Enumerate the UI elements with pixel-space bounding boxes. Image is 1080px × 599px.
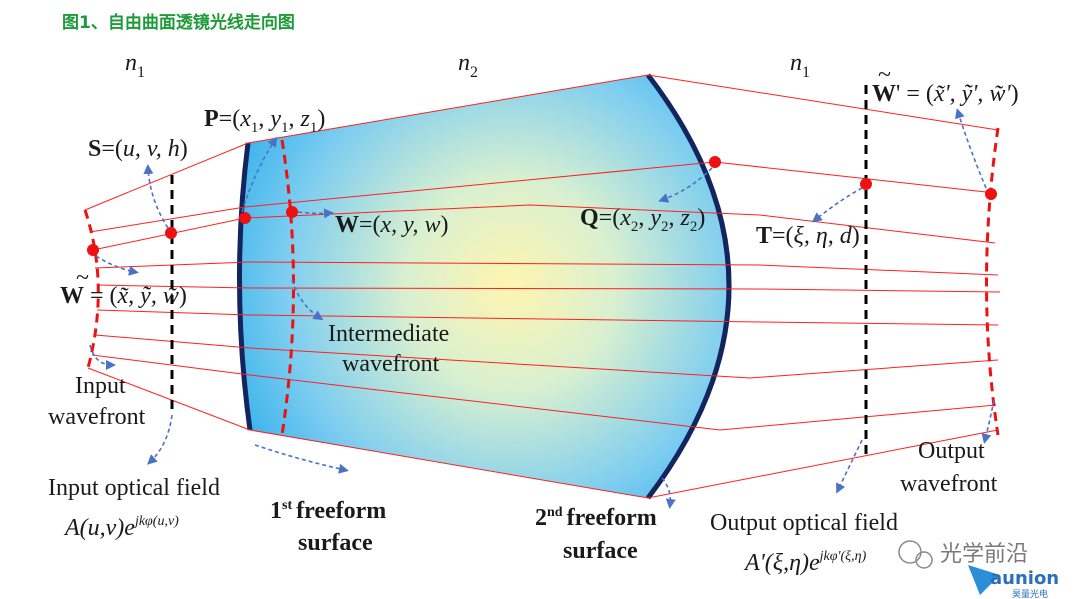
second-freeform-surface-edge (646, 73, 732, 500)
watermark: 光学前沿 aunion 昊量光电 (898, 540, 1059, 599)
arrow-w (297, 208, 334, 219)
label-q: Q=(x2, y2, z2) (580, 205, 705, 235)
ray (89, 161, 996, 233)
label-input-field: Input optical field (48, 475, 220, 501)
point-w (286, 206, 298, 218)
arrow-s (143, 164, 169, 229)
watermark-channel: 光学前沿 (940, 542, 1028, 567)
point-p (239, 212, 251, 224)
intermediate-wavefront-curve (280, 139, 295, 436)
label-w-tilde-mark: ~ (76, 265, 89, 291)
arrow-p (241, 136, 278, 213)
arrow-output-field (836, 439, 863, 494)
index-middle: n2 (458, 50, 478, 81)
label-p: P=(x1, y1, z1) (204, 106, 325, 136)
label-first-surface-2: surface (298, 530, 373, 556)
watermark-brand-sub: 昊量光电 (1012, 588, 1048, 599)
label-t: T=(ξ, η, d) (756, 223, 860, 249)
input-wavefront-curve (83, 209, 100, 369)
first-freeform-surface-edge (236, 142, 253, 431)
figure-title: 图1、自由曲面透镜光线走向图 (62, 12, 295, 33)
label-output-field: Output optical field (710, 510, 898, 536)
label-w-prime: W' = (x̃', ỹ', w̃') (872, 81, 1019, 107)
label-s: S=(u, v, h) (88, 136, 188, 162)
arrow-intermediate (291, 279, 324, 321)
label-input-wavefront-2: wavefront (48, 404, 146, 430)
label-output-wavefront-2: wavefront (900, 471, 998, 497)
index-right: n1 (790, 50, 810, 81)
point-w-tilde (87, 244, 99, 256)
ray (87, 367, 999, 499)
watermark-brand: aunion (990, 568, 1059, 589)
label-intermediate-1: Intermediate (328, 321, 449, 347)
arrow-first-surface (254, 444, 349, 474)
arrow-q (658, 167, 713, 203)
arrow-input-field (147, 414, 173, 465)
point-q (709, 156, 721, 168)
label-output-formula: A'(ξ,η)ejkφ'(ξ,η) (743, 549, 867, 576)
ray (91, 354, 997, 431)
label-second-surface-2: surface (563, 538, 638, 564)
arrow-w-prime (955, 108, 987, 189)
label-w-prime-mark: ~ (878, 62, 891, 88)
label-output-wavefront-1: Output (918, 438, 985, 464)
label-intermediate-2: wavefront (342, 351, 440, 377)
label-w: W=(x, y, w) (335, 212, 449, 238)
brand-logo-icon (968, 565, 1000, 595)
arrow-output-wavefront (981, 399, 995, 444)
output-wavefront-curve (985, 127, 1000, 436)
arrow-input-wavefront (89, 344, 116, 370)
wechat-icon (898, 540, 922, 564)
ray (92, 204, 996, 251)
label-input-wavefront-1: Input (75, 373, 126, 399)
index-left: n1 (125, 50, 145, 81)
label-w-tilde: W = (x̃, ỹ, w̃) (60, 283, 187, 309)
arrow-t (811, 187, 863, 223)
arrow-second-surface (661, 477, 676, 509)
label-input-formula: A(u,v)ejkφ(u,v) (63, 514, 179, 541)
annotation-arrows (89, 108, 995, 509)
ray-points (87, 156, 997, 256)
point-t (860, 178, 872, 190)
lens-body (239, 75, 729, 498)
point-w-prime (985, 188, 997, 200)
point-s (165, 227, 177, 239)
arrow-w-tilde (95, 255, 139, 276)
ray (84, 74, 999, 211)
